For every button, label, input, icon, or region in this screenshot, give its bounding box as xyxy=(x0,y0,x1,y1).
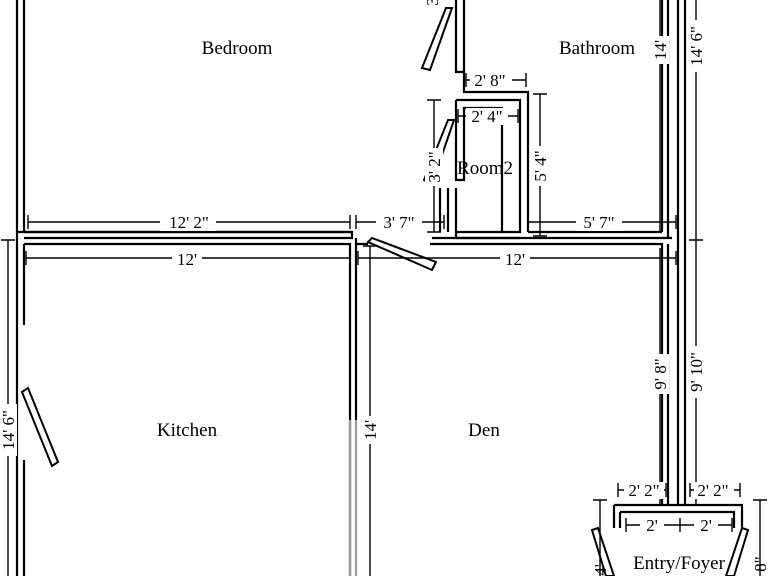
dim-den-width: 12' xyxy=(505,250,525,269)
dim-entry-inner-right: 2' xyxy=(700,516,712,535)
dim-line-den-height xyxy=(363,245,377,576)
wall-outer-right xyxy=(676,0,687,505)
dim-den-height: 14' xyxy=(361,420,380,440)
dim-line-entry-right-side xyxy=(753,499,767,576)
wall-entry xyxy=(612,503,744,528)
room-label-bedroom: Bedroom xyxy=(202,38,273,59)
room-label-entry: Entry/Foyer xyxy=(633,553,725,574)
room-label-kitchen: Kitchen xyxy=(157,420,218,441)
dim-entry-left-fragment: 4' xyxy=(591,564,610,576)
dim-right-outer-lower: 9' 10" xyxy=(687,352,706,392)
dim-room2-top: 2' 8" xyxy=(474,71,505,90)
dim-entry-right-fragment: 8" xyxy=(751,556,768,571)
wall-den-top xyxy=(354,236,672,505)
room-labels: Bedroom Bathroom Room2 Kitchen Den Entry… xyxy=(157,38,726,574)
dim-entry-top-right: 2' 2" xyxy=(697,481,728,500)
dim-top-fragment: 3' xyxy=(423,0,442,6)
door-entry-right xyxy=(724,526,750,576)
room-label-den: Den xyxy=(468,420,500,441)
dim-line-entry-inner xyxy=(625,518,733,532)
dim-kitchen-height: 14' 6" xyxy=(0,410,18,450)
dim-outer-right-top: 14' 6" xyxy=(687,26,706,66)
dim-bedroom-width: 12' 2" xyxy=(169,213,209,232)
wall-kitchen-den-lower xyxy=(348,420,358,576)
dim-kitchen-width: 12' xyxy=(177,250,197,269)
dim-entry-inner-left: 2' xyxy=(646,516,658,535)
dim-room2-inner: 2' 4" xyxy=(471,107,502,126)
dim-closet-width: 3' 7" xyxy=(383,213,414,232)
door-closet xyxy=(366,236,438,272)
dim-entry-top-left: 2' 2" xyxy=(628,481,659,500)
wall-left-upper xyxy=(15,0,26,232)
dim-right-inner-lower: 9' 8" xyxy=(651,358,670,389)
dim-room2-height: 5' 4" xyxy=(531,150,550,181)
door-entry-left xyxy=(590,526,616,576)
dim-closet-side: 3' 2" xyxy=(425,151,444,182)
wall-bedroom-kitchen xyxy=(15,230,354,576)
room-label-bathroom: Bathroom xyxy=(559,38,635,59)
dim-bath-height: 14' xyxy=(651,40,670,60)
dim-line-entry-left-side xyxy=(593,499,607,576)
wall-kitchen-top xyxy=(22,242,352,576)
room-label-room2: Room2 xyxy=(457,158,513,179)
door-bedroom-upper xyxy=(420,7,454,72)
door-kitchen-exterior xyxy=(20,386,60,468)
dim-bath-lower-width: 5' 7" xyxy=(583,213,614,232)
wall-room2-bottom xyxy=(456,230,520,240)
